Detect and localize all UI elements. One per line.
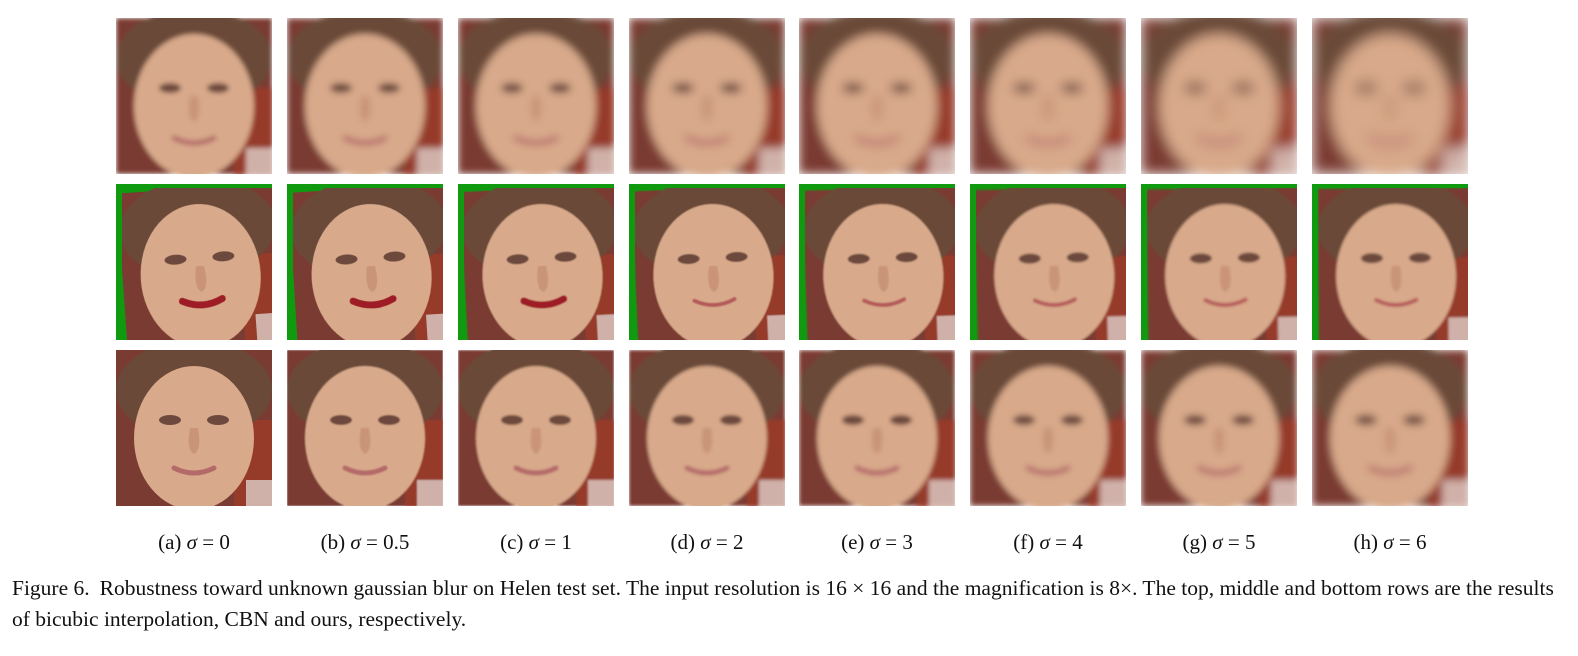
subfigure-caption-e: (e) σ = 3	[799, 530, 955, 555]
equals-sign: =	[544, 530, 557, 554]
subfigure-letter: (e)	[841, 530, 865, 554]
subfigure-letter: (b)	[320, 530, 346, 554]
figure-caption: Figure 6.Robustness toward unknown gauss…	[12, 573, 1568, 635]
face-image-bicubic-b	[287, 18, 443, 174]
face-image-cbn-g	[1141, 184, 1297, 340]
sigma-symbol: σ	[1039, 530, 1050, 554]
equals-sign: =	[202, 530, 215, 554]
face-image-cbn-d	[629, 184, 785, 340]
subfigure-caption-g: (g) σ = 5	[1141, 530, 1297, 555]
face-image-bicubic-f	[970, 18, 1126, 174]
face-image-bicubic-h	[1312, 18, 1468, 174]
face-image-bicubic-a	[116, 18, 272, 174]
face-image-bicubic-d	[629, 18, 785, 174]
sigma-value: 3	[902, 530, 913, 554]
sigma-value: 0.5	[383, 530, 410, 554]
face-image-cbn-b	[287, 184, 443, 340]
sigma-value: 4	[1072, 530, 1083, 554]
sigma-value: 0	[219, 530, 230, 554]
subfigure-caption-b: (b) σ = 0.5	[287, 530, 443, 555]
sigma-symbol: σ	[869, 530, 881, 554]
equals-sign: =	[885, 530, 898, 554]
face-image-cbn-f	[970, 184, 1126, 340]
face-image-ours-e	[799, 350, 955, 506]
subfigure-letter: (c)	[500, 530, 524, 554]
sigma-symbol: σ	[1383, 530, 1394, 554]
row-bicubic	[116, 18, 1468, 174]
subfigure-caption-a: (a) σ = 0	[116, 530, 272, 555]
equals-sign: =	[1055, 530, 1067, 554]
face-image-ours-c	[458, 350, 614, 506]
subfigure-captions: (a) σ = 0 (b) σ = 0.5 (c) σ = 1 (d) σ = …	[116, 530, 1468, 560]
subfigure-caption-c: (c) σ = 1	[458, 530, 614, 555]
subfigure-letter: (f)	[1013, 530, 1035, 554]
equals-sign: =	[1398, 530, 1411, 554]
row-cbn	[116, 184, 1468, 340]
figure-caption-text: Robustness toward unknown gaussian blur …	[12, 576, 1554, 631]
face-image-cbn-e	[799, 184, 955, 340]
subfigure-letter: (a)	[158, 530, 182, 554]
face-image-cbn-c	[458, 184, 614, 340]
sigma-symbol: σ	[186, 530, 198, 554]
face-image-ours-g	[1141, 350, 1297, 506]
equals-sign: =	[715, 530, 728, 554]
face-image-bicubic-c	[458, 18, 614, 174]
face-image-ours-d	[629, 350, 785, 506]
subfigure-caption-d: (d) σ = 2	[629, 530, 785, 555]
face-image-bicubic-g	[1141, 18, 1297, 174]
sigma-symbol: σ	[700, 530, 711, 554]
equals-sign: =	[366, 530, 378, 554]
sigma-value: 1	[561, 530, 572, 554]
subfigure-caption-f: (f) σ = 4	[970, 530, 1126, 555]
row-ours	[116, 350, 1468, 506]
face-image-ours-f	[970, 350, 1126, 506]
figure-caption-label: Figure 6.	[12, 576, 90, 600]
sigma-symbol: σ	[1212, 530, 1223, 554]
subfigure-letter: (g)	[1182, 530, 1208, 554]
face-image-ours-a	[116, 350, 272, 506]
sigma-symbol: σ	[528, 530, 540, 554]
sigma-value: 5	[1244, 530, 1256, 554]
sigma-value: 6	[1415, 530, 1427, 554]
subfigure-letter: (d)	[670, 530, 696, 554]
sigma-value: 2	[732, 530, 744, 554]
face-image-cbn-a	[116, 184, 272, 340]
face-image-ours-b	[287, 350, 443, 506]
equals-sign: =	[1227, 530, 1240, 554]
face-image-bicubic-e	[799, 18, 955, 174]
face-image-ours-h	[1312, 350, 1468, 506]
subfigure-letter: (h)	[1353, 530, 1379, 554]
sigma-symbol: σ	[350, 530, 361, 554]
subfigure-caption-h: (h) σ = 6	[1312, 530, 1468, 555]
face-image-cbn-h	[1312, 184, 1468, 340]
